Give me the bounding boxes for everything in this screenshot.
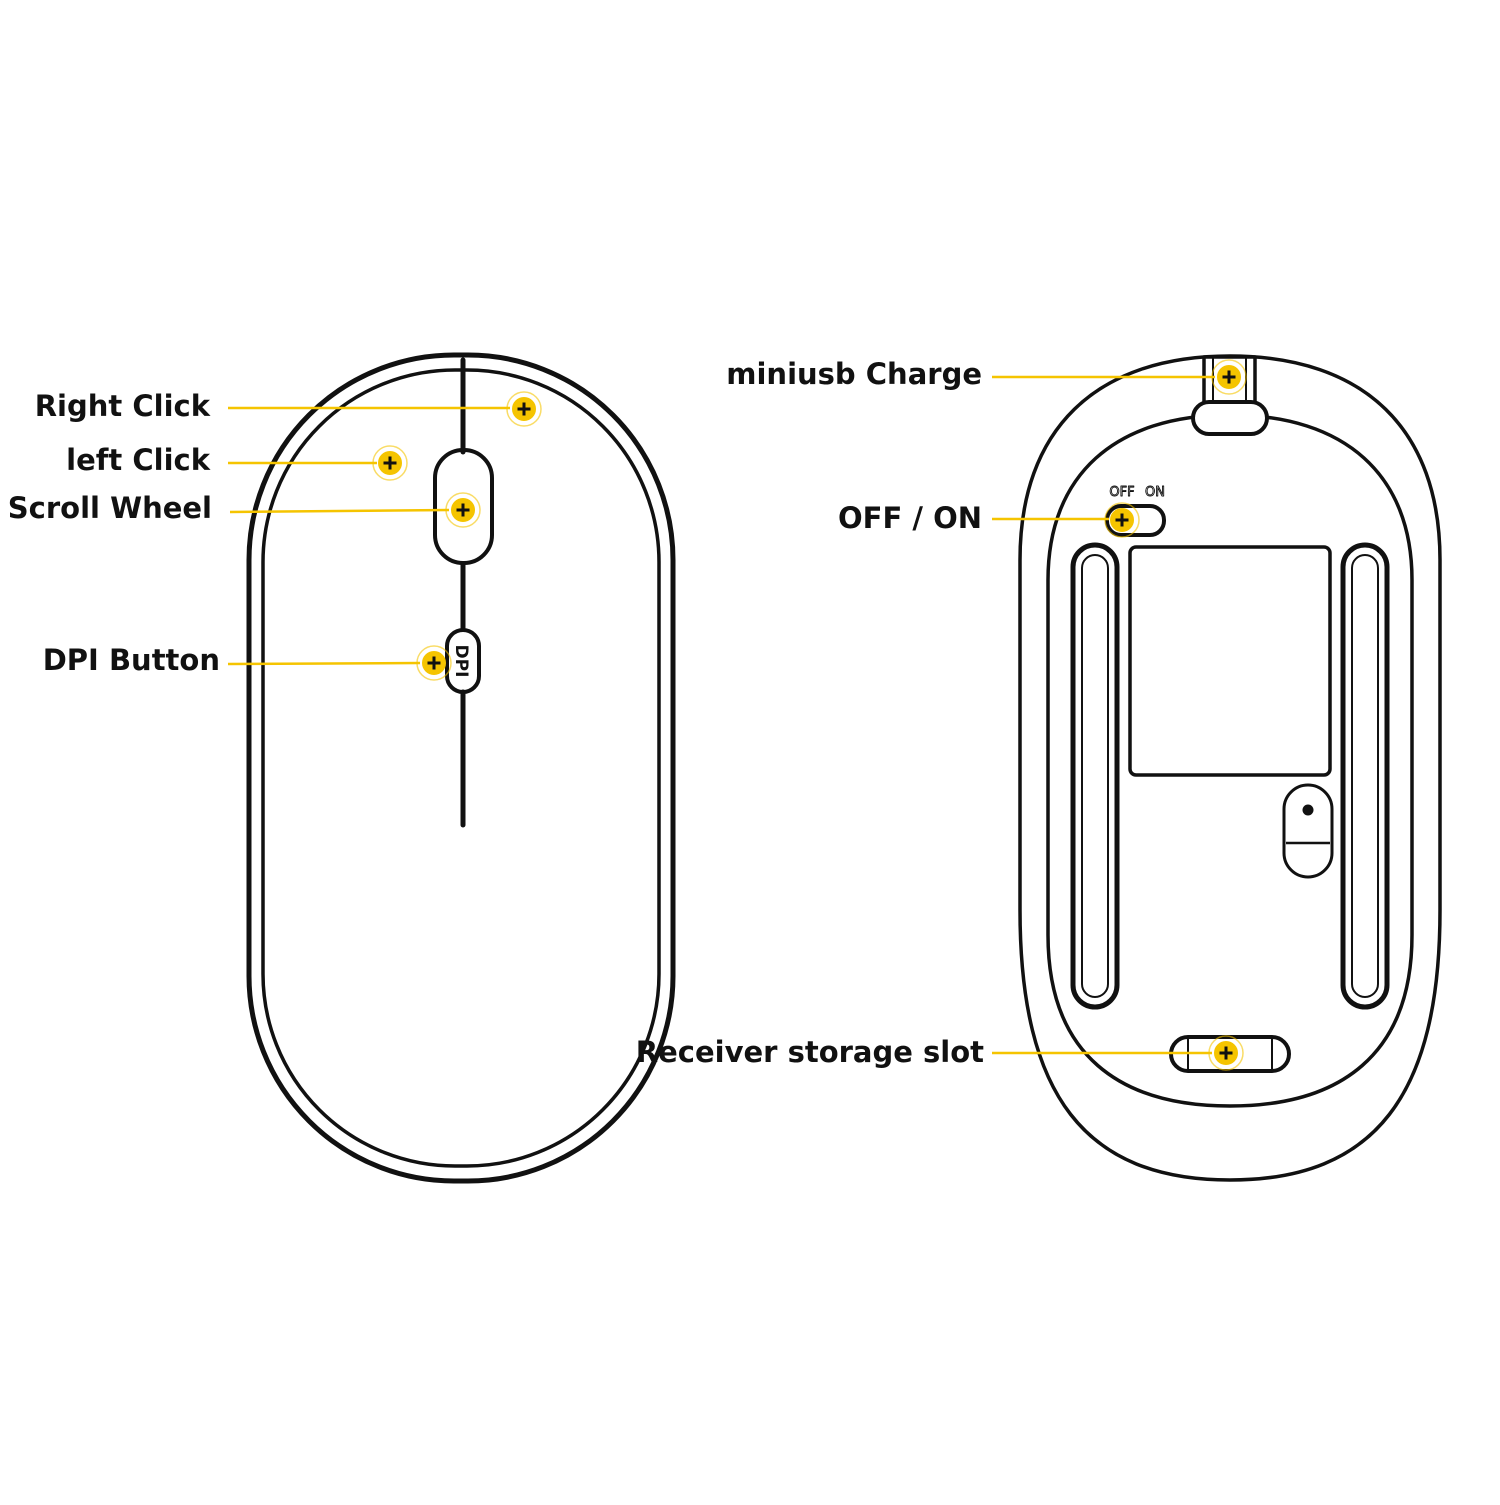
usb-plug-housing: [1191, 400, 1269, 436]
label-miniusb-charge: miniusb Charge: [726, 357, 982, 391]
optical-sensor-lens: [1302, 804, 1314, 816]
mouse-top-view: DPI: [246, 352, 676, 1184]
label-off-on: OFF / ON: [838, 501, 982, 535]
plus-marker-icon: [506, 391, 542, 427]
glide-pad-left-inner: [1081, 554, 1109, 998]
optical-sensor: [1282, 783, 1334, 879]
markers: [372, 359, 1247, 1071]
label-dpi-button: DPI Button: [42, 643, 220, 677]
mouse-bottom-outer-shell: [1018, 354, 1442, 1182]
plus-marker-icon: [1104, 502, 1140, 538]
glide-pad-left: [1070, 542, 1120, 1010]
plus-marker-icon: [445, 492, 481, 528]
leader-scroll-wheel: [229, 508, 450, 514]
glide-pad-right-inner: [1351, 554, 1379, 998]
mouse-bottom-inner-plate: [1046, 413, 1414, 1108]
label-receiver-storage-slot: Receiver storage slot: [635, 1035, 984, 1069]
label-left-click: left Click: [66, 443, 210, 477]
switch-off-text: OFF: [1109, 485, 1134, 500]
mouse-top-outer-shell: [246, 352, 676, 1184]
plus-marker-icon: [416, 645, 452, 681]
scroll-wheel: [433, 448, 494, 565]
power-switch: [1105, 504, 1166, 537]
battery-cover: [1128, 545, 1332, 777]
leader-dpi-button: [227, 661, 421, 666]
dpi-button-text: DPI: [451, 645, 471, 678]
dpi-button: [445, 628, 481, 694]
plus-marker-icon: [1211, 359, 1247, 395]
plus-marker-icon: [372, 445, 408, 481]
switch-on-text: ON: [1145, 485, 1165, 500]
label-scroll-wheel: Scroll Wheel: [7, 491, 212, 525]
label-right-click: Right Click: [34, 389, 210, 423]
plus-marker-icon: [1208, 1035, 1244, 1071]
leader-lines: [227, 375, 1215, 1055]
glide-pad-right: [1340, 542, 1390, 1010]
